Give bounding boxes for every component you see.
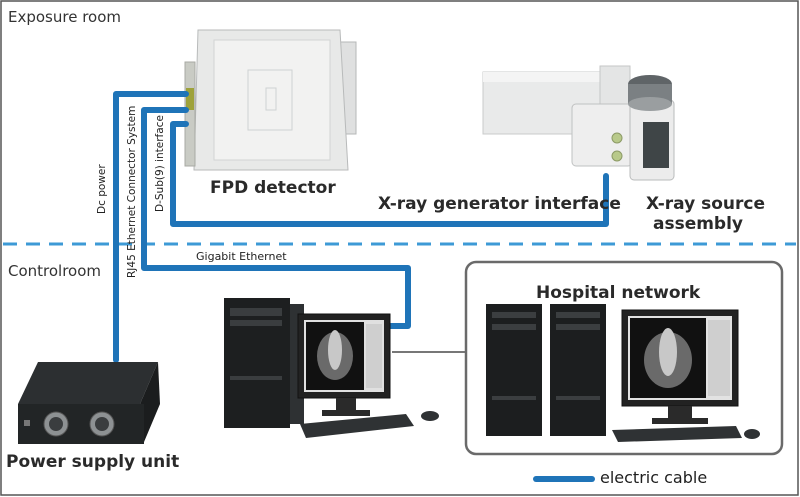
power-supply-unit-label: Power supply unit (6, 452, 180, 472)
cables (113, 91, 609, 363)
gigabit-ethernet-label: Gigabit Ethernet (196, 250, 287, 263)
workstation-icon (224, 298, 439, 438)
xray-source-label-line2: assembly (652, 214, 744, 234)
exposure-room-label: Exposure room (8, 8, 122, 26)
dc-power-cable (113, 91, 189, 363)
xray-source-icon (482, 65, 675, 181)
fpd-detector-icon (184, 29, 357, 171)
dsub-cable (170, 121, 609, 227)
legend-label: electric cable (600, 468, 708, 487)
control-room-label: Controlroom (8, 262, 102, 280)
hospital-network-label: Hospital network (536, 283, 701, 303)
fpd-detector-label: FPD detector (210, 178, 336, 198)
hospital-network-icon (486, 304, 760, 442)
dc-power-label: Dc power (96, 164, 108, 214)
rj45-label: RJ45 Ethernet Connector System (126, 105, 138, 278)
dsub-label: D-Sub(9) interface (154, 115, 166, 212)
xray-source-label-line1: X-ray source (646, 194, 765, 214)
power-supply-icon (18, 362, 160, 444)
gigabit-ethernet-cable (141, 107, 411, 329)
xray-generator-interface-label: X-ray generator interface (378, 194, 621, 214)
